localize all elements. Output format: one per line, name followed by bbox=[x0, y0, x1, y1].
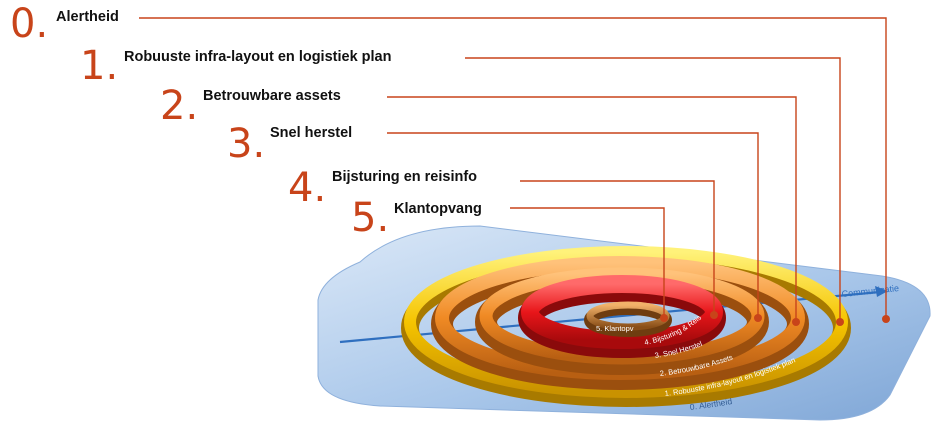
level-3-label: Snel herstel bbox=[270, 125, 353, 141]
ring-5-text: 5. Klantopv bbox=[596, 324, 634, 333]
leader-line-0 bbox=[139, 17, 887, 318]
level-0-label: Alertheid bbox=[56, 9, 119, 25]
leader-endpoints bbox=[660, 311, 890, 326]
leader-line-2 bbox=[387, 96, 797, 322]
leader-lines bbox=[139, 17, 887, 322]
leader-line-3 bbox=[387, 132, 759, 318]
leader-dot-1 bbox=[836, 318, 844, 326]
axis-arrowhead bbox=[875, 286, 888, 297]
level-5-number: 5. bbox=[351, 195, 390, 241]
leader-line-5 bbox=[510, 207, 665, 318]
leader-dot-5 bbox=[660, 314, 668, 322]
leader-dot-2 bbox=[792, 318, 800, 326]
level-5-label: Klantopvang bbox=[394, 201, 482, 217]
leader-dot-4 bbox=[710, 311, 718, 319]
level-4-number: 4. bbox=[288, 165, 327, 211]
level-1-label: Robuuste infra-layout en logistiek plan bbox=[124, 49, 392, 65]
level-0-number: 0. bbox=[10, 1, 49, 47]
level-4-label: Bijsturing en reisinfo bbox=[332, 169, 478, 185]
level-3-number: 3. bbox=[227, 121, 266, 167]
level-1-number: 1. bbox=[80, 43, 119, 89]
leader-dot-3 bbox=[754, 314, 762, 322]
level-2-label: Betrouwbare assets bbox=[203, 88, 341, 104]
level-2-number: 2. bbox=[160, 83, 199, 129]
leader-line-4 bbox=[520, 180, 715, 315]
leader-line-1 bbox=[465, 57, 841, 322]
leader-dot-0 bbox=[882, 315, 890, 323]
